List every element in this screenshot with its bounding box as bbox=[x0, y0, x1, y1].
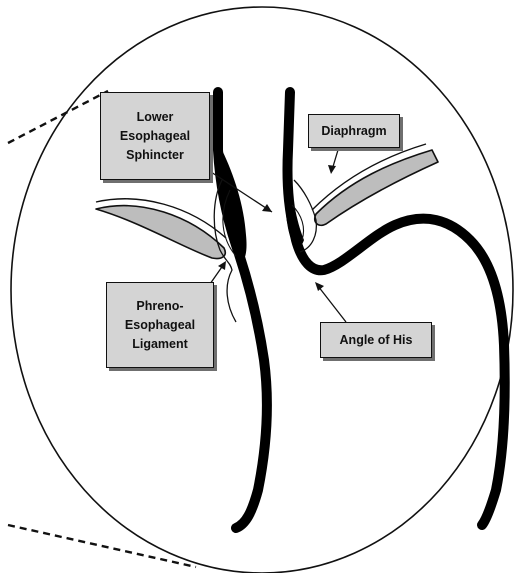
zoom-line-top bbox=[8, 91, 108, 143]
label-text: Diaphragm bbox=[321, 122, 386, 141]
label-lower-esophageal-sphincter: Lower Esophageal Sphincter bbox=[100, 92, 210, 180]
label-text: Phreno- bbox=[136, 297, 183, 316]
arrow-diaphragm bbox=[328, 150, 338, 174]
diaphragm-left-crus bbox=[96, 206, 225, 259]
arrow-pel bbox=[210, 261, 226, 284]
les-thickening-right bbox=[285, 165, 304, 247]
label-text: Esophageal bbox=[125, 316, 195, 335]
label-text: Sphincter bbox=[126, 146, 184, 165]
arrow-angle-of-his bbox=[315, 282, 346, 322]
esophagus-right-wall bbox=[287, 92, 504, 525]
label-text: Angle of His bbox=[340, 331, 413, 350]
label-text: Ligament bbox=[132, 335, 188, 354]
label-diaphragm: Diaphragm bbox=[308, 114, 400, 148]
label-phreno-esophageal-ligament: Phreno- Esophageal Ligament bbox=[106, 282, 214, 368]
zoom-line-bottom bbox=[8, 525, 196, 567]
label-text: Esophageal bbox=[120, 127, 190, 146]
label-text: Lower bbox=[137, 108, 174, 127]
label-angle-of-his: Angle of His bbox=[320, 322, 432, 358]
